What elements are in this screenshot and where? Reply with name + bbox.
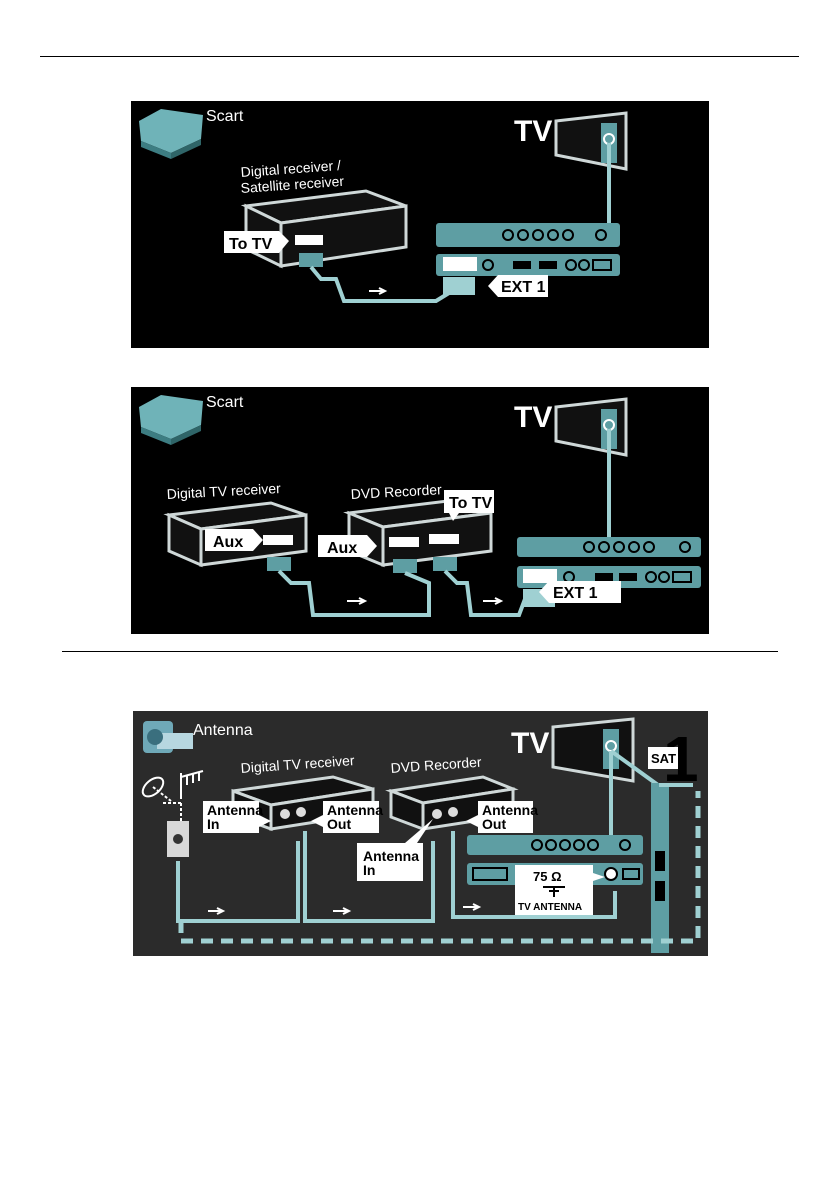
svg-text:Aux: Aux <box>327 540 357 557</box>
scart-plug-recorder-aux <box>393 559 417 573</box>
tv-side-panel <box>651 783 669 953</box>
scart-diagram-recorder: Scart TV Digital TV receiver Aux DVD Rec… <box>131 387 709 634</box>
wall-socket-icon <box>167 821 189 857</box>
scart-diagram-1-svg: Scart TV Digital receiver / Satellite re… <box>139 108 628 303</box>
signal-arrow-icon <box>483 597 504 605</box>
antenna-connector-icon <box>143 721 193 753</box>
scart-cable <box>309 265 451 303</box>
tv-label: TV <box>514 115 552 148</box>
svg-text:To TV: To TV <box>229 236 273 253</box>
device2-label: DVD Recorder <box>350 481 442 502</box>
svg-text:SAT: SAT <box>651 751 676 766</box>
antenna-cable-3 <box>451 831 617 919</box>
tv-connector-panel <box>436 223 620 276</box>
svg-text:Aux: Aux <box>213 534 243 551</box>
callout-ext1: EXT 1 <box>539 581 621 603</box>
sat-cable <box>609 749 660 787</box>
signal-arrow-icon <box>369 287 388 295</box>
panel-title: Antenna <box>193 722 253 739</box>
scart-plug-recorder-tv <box>433 557 457 571</box>
antenna-cable-2 <box>303 831 435 923</box>
dashed-sat-path <box>178 791 701 944</box>
callout-aux-2: Aux <box>318 535 377 557</box>
section-divider <box>62 651 778 652</box>
callout-sat: SAT <box>648 747 678 769</box>
scart-plug-receiver <box>267 557 291 571</box>
scart-cable-2 <box>443 569 527 617</box>
device1-label: Digital TV receiver <box>240 752 355 776</box>
scart-diagram-receiver: Scart TV Digital receiver / Satellite re… <box>131 101 709 348</box>
svg-text:EXT 1: EXT 1 <box>553 585 598 602</box>
svg-text:75 Ω: 75 Ω <box>533 869 562 884</box>
signal-arrow-icon <box>208 907 226 915</box>
satellite-dish-icon <box>141 776 172 802</box>
dvd-recorder-device <box>385 775 519 832</box>
scart-connector-icon <box>139 109 203 159</box>
digital-receiver-device <box>240 189 408 269</box>
tv-antenna-icon <box>180 770 204 799</box>
callout-to-tv: To TV <box>444 490 494 521</box>
panel-title: Scart <box>206 394 244 411</box>
scart-plug-left <box>299 253 323 267</box>
callout-ext1: EXT 1 <box>488 275 548 297</box>
svg-text:TV ANTENNA: TV ANTENNA <box>518 902 582 913</box>
signal-arrow-icon <box>463 903 482 911</box>
signal-arrow-icon <box>347 597 368 605</box>
antenna-diagram-svg: Antenna TV 1 SAT Digital T <box>141 717 701 953</box>
scart-plug-right <box>443 277 475 295</box>
tv-connector-panel <box>467 835 643 885</box>
antenna-diagram: Antenna TV 1 SAT Digital T <box>133 711 708 956</box>
tv-set-icon <box>554 397 628 457</box>
antenna-cable-1 <box>176 841 300 923</box>
top-rule <box>40 56 799 57</box>
device2-label: DVD Recorder <box>390 754 482 776</box>
scart-diagram-2-svg: Scart TV Digital TV receiver Aux DVD Rec… <box>139 394 701 617</box>
tv-set-icon <box>554 111 628 171</box>
callout-75-ohm-tv-antenna: 75 Ω TV ANTENNA <box>515 865 605 915</box>
tv-label: TV <box>511 727 549 760</box>
tv-connector-panel <box>517 537 701 588</box>
scart-cable-1 <box>277 569 431 617</box>
signal-arrow-icon <box>333 907 352 915</box>
svg-text:EXT 1: EXT 1 <box>501 279 546 296</box>
device-label-line2: Satellite receiver <box>240 173 345 196</box>
callout-to-tv: To TV <box>224 231 289 253</box>
device-label-line1: Digital receiver / <box>240 157 341 180</box>
scart-connector-icon <box>139 395 203 445</box>
panel-title: Scart <box>206 108 244 125</box>
tv-set-icon <box>551 717 635 783</box>
callout-aux-1: Aux <box>205 529 263 551</box>
tv-label: TV <box>514 401 552 434</box>
coax-symbol-icon <box>543 886 565 897</box>
device1-label: Digital TV receiver <box>166 480 281 502</box>
svg-text:To TV: To TV <box>449 495 493 512</box>
